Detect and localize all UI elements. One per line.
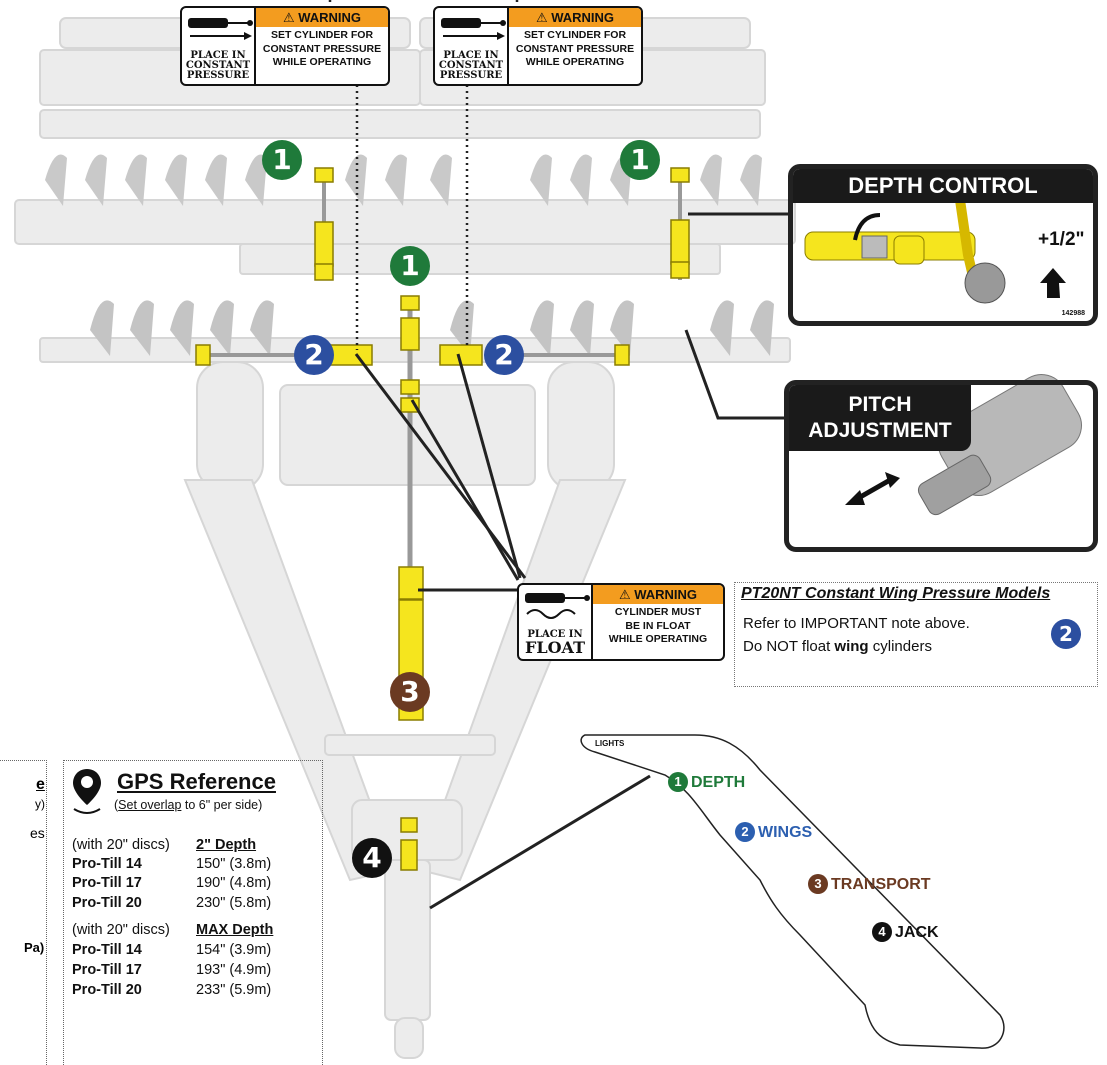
depth-badge-left: 1 bbox=[262, 140, 302, 180]
cylinder-icon bbox=[188, 18, 253, 40]
pt20nt-note-line1: Refer to IMPORTANT note above. bbox=[743, 615, 970, 632]
cylinders bbox=[195, 167, 690, 871]
decal-depth-number: 1 bbox=[668, 772, 688, 792]
cylinder-icon bbox=[441, 18, 506, 40]
decal-lights-label: LIGHTS bbox=[595, 739, 625, 748]
depth-increment: +1/2" bbox=[1038, 229, 1085, 250]
pitch-adjustment-panel: PITCH ADJUSTMENT bbox=[784, 380, 1098, 552]
cutoff-fragment-4: Pa) bbox=[24, 940, 45, 955]
depth-badge-right: 1 bbox=[620, 140, 660, 180]
pitch-adjustment-title: PITCH ADJUSTMENT bbox=[789, 385, 971, 451]
jack-badge: 4 bbox=[352, 838, 392, 878]
gps-group2-header: (with 20" discs)MAX Depth bbox=[72, 922, 274, 938]
gps-group1-header: (with 20" discs)2" Depth bbox=[72, 837, 257, 853]
wings-badge-right: 2 bbox=[484, 335, 524, 375]
cutoff-panel-border bbox=[0, 760, 47, 1065]
depth-badge-center: 1 bbox=[390, 246, 430, 286]
depth-control-panel: DEPTH CONTROL +1/2" 142988 bbox=[788, 164, 1098, 326]
cutoff-fragment-3: es bbox=[30, 825, 45, 841]
gps-title: GPS Reference bbox=[117, 769, 276, 794]
cutoff-fragment-1: e bbox=[36, 776, 45, 793]
warning-header: ⚠ WARNING bbox=[256, 8, 388, 27]
disc-blades-lower bbox=[90, 300, 774, 356]
wings-badge-note: 2 bbox=[1051, 619, 1081, 649]
decal-jack-number: 4 bbox=[872, 922, 892, 942]
wings-badge-left: 2 bbox=[294, 335, 334, 375]
gps-reference-panel: GPS Reference (Set overlap to 6" per sid… bbox=[63, 760, 323, 1065]
valve-decal-outline bbox=[580, 734, 1005, 1049]
decal-wings-number: 2 bbox=[735, 822, 755, 842]
warning-header: ⚠ WARNING bbox=[509, 8, 641, 27]
depth-control-art bbox=[804, 199, 1066, 304]
place-in-float: PLACE IN FLOAT bbox=[525, 629, 585, 657]
depth-control-title: DEPTH CONTROL bbox=[793, 169, 1093, 203]
transport-badge: 3 bbox=[390, 672, 430, 712]
pt20nt-note: PT20NT Constant Wing Pressure Models Ref… bbox=[734, 582, 1098, 687]
pt20nt-note-title: PT20NT Constant Wing Pressure Models bbox=[741, 585, 1051, 602]
float-symbol-panel: PLACE IN FLOAT bbox=[519, 585, 593, 659]
pitch-adjustment-art bbox=[845, 374, 1082, 516]
gps-subtitle: (Set overlap to 6" per side) bbox=[114, 798, 263, 812]
disc-blades-upper bbox=[45, 154, 762, 206]
float-cylinder-icon bbox=[525, 593, 590, 619]
part-number: 142988 bbox=[1061, 310, 1085, 317]
warning-header: ⚠ WARNING bbox=[593, 585, 723, 604]
location-pin-icon bbox=[73, 769, 101, 814]
pt20nt-note-line2: Do NOT float wing cylinders bbox=[743, 638, 932, 655]
cutoff-fragment-2: y) bbox=[35, 797, 45, 811]
decal-transport-number: 3 bbox=[808, 874, 828, 894]
